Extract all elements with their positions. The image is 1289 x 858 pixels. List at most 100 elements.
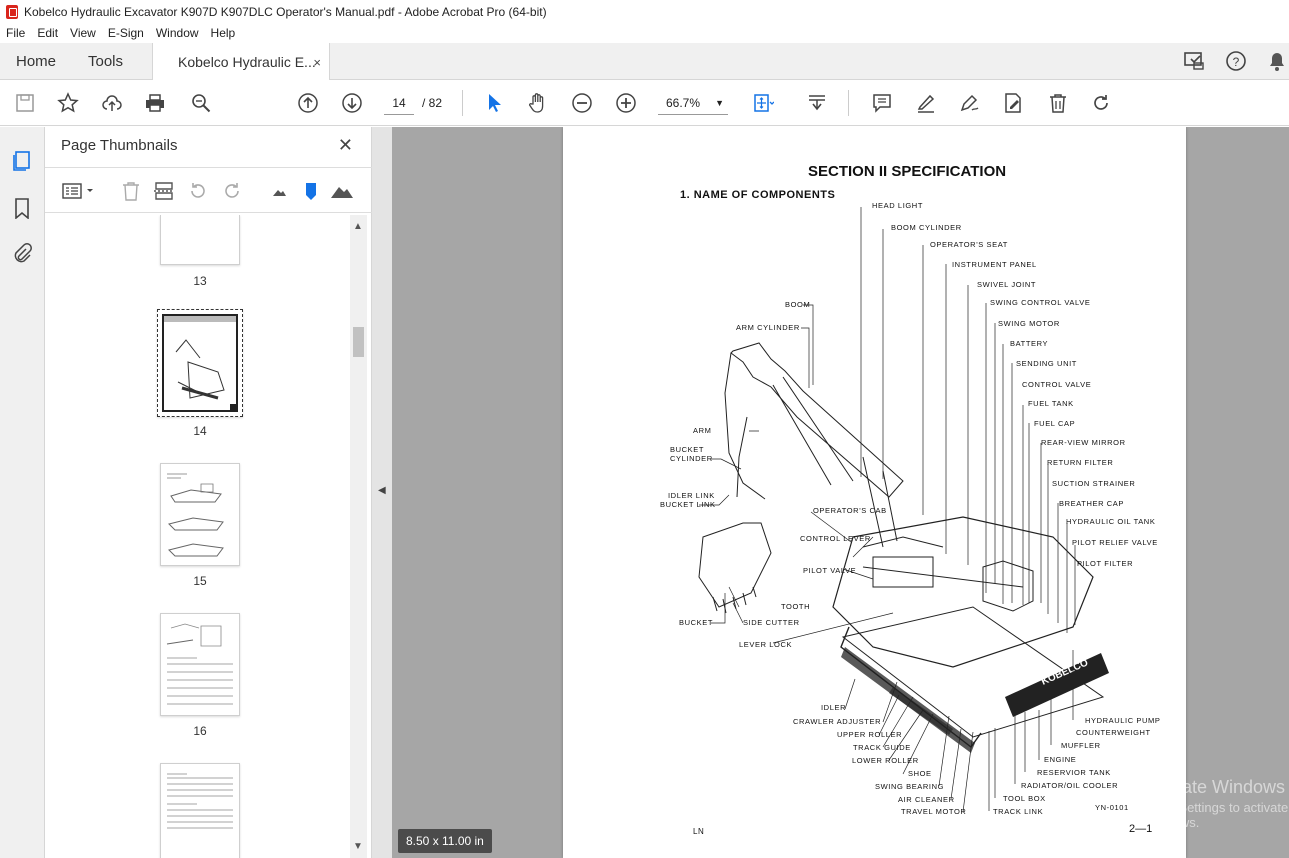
activate-windows-watermark: Activate Windows Go to Settings to activ…	[1143, 777, 1289, 830]
label-rear-view-mirror: REAR-VIEW MIRROR	[1041, 438, 1126, 447]
help-icon[interactable]: ?	[1224, 49, 1248, 73]
label-track-guide: TRACK GUIDE	[853, 743, 911, 752]
thumbnail-large-icon[interactable]	[330, 179, 354, 203]
bookmarks-icon[interactable]	[11, 197, 33, 220]
rotate-ccw-icon[interactable]	[186, 179, 210, 203]
tab-close-icon[interactable]: ×	[313, 55, 321, 70]
bookmark-star-icon[interactable]	[55, 90, 81, 116]
label-idler: IDLER	[821, 703, 847, 712]
chevron-down-icon: ▼	[715, 98, 724, 108]
menu-file[interactable]: File	[6, 26, 26, 40]
label-idler-link: IDLER LINK	[668, 491, 715, 500]
menu-help[interactable]: Help	[210, 26, 236, 40]
rotate-icon[interactable]	[1088, 90, 1114, 116]
label-arm: ARM	[693, 426, 712, 435]
menu-esign[interactable]: E-Sign	[107, 26, 144, 40]
tab-tools[interactable]: Tools	[88, 53, 124, 70]
label-boom: BOOM	[785, 300, 811, 309]
highlight-pen-icon[interactable]	[913, 90, 939, 116]
menu-window[interactable]: Window	[155, 26, 199, 40]
label-swivel-joint: SWIVEL JOINT	[977, 280, 1037, 289]
section-title: SECTION II SPECIFICATION	[808, 163, 1007, 180]
next-page-icon[interactable]	[339, 90, 365, 116]
document-viewer[interactable]: SECTION II SPECIFICATION 1. NAME OF COMP…	[392, 127, 1289, 858]
label-hydraulic-pump: HYDRAULIC PUMP	[1085, 716, 1161, 725]
panel-collapse-handle[interactable]: ◀	[372, 127, 392, 858]
previous-page-icon[interactable]	[295, 90, 321, 116]
thumbnail-small-icon[interactable]	[267, 179, 291, 203]
thumbnail-label: 14	[193, 424, 207, 438]
close-icon[interactable]: ✕	[337, 135, 353, 155]
excavator-diagram: KOBELCO	[698, 207, 1109, 813]
pdf-page: SECTION II SPECIFICATION 1. NAME OF COMP…	[563, 127, 1186, 858]
tab-document[interactable]: Kobelco Hydraulic E... ×	[152, 43, 330, 81]
zoom-search-icon[interactable]	[188, 90, 214, 116]
label-pilot-valve: PILOT VALVE	[803, 566, 857, 575]
menu-edit[interactable]: Edit	[37, 26, 59, 40]
zoom-level-value: 66.7%	[666, 96, 701, 110]
tab-document-label: Kobelco Hydraulic E...	[178, 54, 316, 70]
sign-pen-icon[interactable]	[956, 90, 982, 116]
label-boom-cylinder: BOOM CYLINDER	[891, 223, 962, 232]
zoom-in-icon[interactable]	[613, 90, 639, 116]
page-thumbnail-selected[interactable]	[157, 309, 243, 417]
upload-cloud-icon[interactable]	[99, 90, 125, 116]
label-suction-strainer: SUCTION STRAINER	[1052, 479, 1136, 488]
label-battery: BATTERY	[1010, 339, 1049, 348]
page-thumbnail[interactable]	[160, 613, 240, 716]
label-reservior-tank: RESERVIOR TANK	[1037, 768, 1111, 777]
zoom-out-icon[interactable]	[569, 90, 595, 116]
label-upper-roller: UPPER ROLLER	[837, 730, 903, 739]
zoom-level-select[interactable]: 66.7% ▼	[658, 91, 728, 115]
menu-view[interactable]: View	[70, 26, 96, 40]
attachments-paperclip-icon[interactable]	[11, 242, 33, 264]
page-thumbnail[interactable]	[160, 763, 240, 858]
acrobat-icon	[6, 4, 18, 19]
label-bucket-link: BUCKET LINK	[660, 500, 716, 509]
notifications-bell-icon[interactable]	[1266, 49, 1288, 73]
thumbnail-toolbar	[45, 167, 372, 213]
save-icon[interactable]	[12, 90, 38, 116]
scroll-mode-icon[interactable]	[804, 90, 830, 116]
label-operators-seat: OPERATOR'S SEAT	[930, 240, 1008, 249]
figure-id: YN-0101	[1095, 803, 1129, 812]
delete-trash-icon[interactable]	[1045, 90, 1071, 116]
insert-page-icon[interactable]	[152, 179, 176, 203]
share-screen-icon[interactable]	[1182, 49, 1206, 73]
label-sending-unit: SENDING UNIT	[1016, 359, 1077, 368]
thumbnail-size-slider[interactable]	[299, 179, 323, 203]
label-shoe: SHOE	[908, 769, 932, 778]
panel-title: Page Thumbnails	[61, 137, 178, 154]
fit-page-icon[interactable]	[750, 90, 776, 116]
label-air-cleaner: AIR CLEANER	[898, 795, 955, 804]
thumbnail-scrollbar[interactable]: ▲ ▼	[350, 215, 367, 858]
page-thumbnail[interactable]	[160, 215, 240, 265]
thumbnail-label: 16	[193, 724, 207, 738]
thumbnail-options-icon[interactable]	[61, 179, 97, 203]
tab-bar: Home Tools Kobelco Hydraulic E... × ?	[0, 43, 1289, 81]
hand-tool-icon[interactable]	[525, 90, 551, 116]
select-cursor-icon[interactable]	[481, 90, 507, 116]
collapse-arrow-icon: ◀	[378, 485, 386, 496]
label-hydraulic-oil-tank: HYDRAULIC OIL TANK	[1066, 517, 1156, 526]
page-thumbnails-icon[interactable]	[11, 149, 33, 171]
label-tool-box: TOOL BOX	[1003, 794, 1046, 803]
label-counterweight: COUNTERWEIGHT	[1076, 728, 1151, 737]
page-thumbnail[interactable]	[160, 463, 240, 566]
page-number-input[interactable]: 14	[384, 91, 414, 115]
tab-home[interactable]: Home	[16, 53, 57, 70]
label-pilot-filter: PILOT FILTER	[1077, 559, 1134, 568]
print-icon[interactable]	[142, 90, 168, 116]
label-head-light: HEAD LIGHT	[872, 201, 924, 210]
comment-icon[interactable]	[869, 90, 895, 116]
rotate-cw-icon[interactable]	[220, 179, 244, 203]
edit-pdf-icon[interactable]	[1000, 90, 1026, 116]
label-track-link: TRACK LINK	[993, 807, 1044, 816]
scroll-up-icon[interactable]: ▲	[353, 221, 363, 232]
label-crawler-adjuster: CRAWLER ADJUSTER	[793, 717, 882, 726]
label-return-filter: RETURN FILTER	[1047, 458, 1114, 467]
scrollbar-thumb[interactable]	[353, 327, 364, 357]
delete-page-icon[interactable]	[119, 179, 143, 203]
scroll-down-icon[interactable]: ▼	[353, 841, 363, 852]
thumbnail-label: 15	[193, 574, 207, 588]
